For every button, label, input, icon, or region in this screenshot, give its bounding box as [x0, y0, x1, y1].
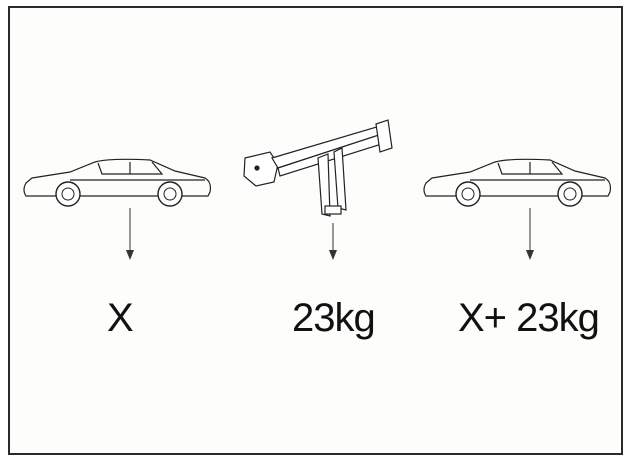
- tow-bar-icon: [243, 119, 393, 217]
- towbar-weight-label: 23kg: [292, 296, 376, 340]
- down-arrow-icon: [526, 208, 534, 260]
- down-arrow-icon: [126, 208, 134, 260]
- panel-total-weight: X+ 23kg: [420, 8, 620, 453]
- car-icon: [423, 158, 612, 207]
- car-icon: [23, 158, 212, 207]
- diagram-frame: X 23kg: [8, 6, 623, 455]
- panel-car-weight: X: [10, 8, 220, 453]
- car-weight-label: X: [107, 296, 134, 340]
- down-arrow-icon: [329, 223, 337, 260]
- total-weight-label: X+ 23kg: [458, 296, 600, 340]
- panel-towbar-weight: 23kg: [230, 8, 400, 453]
